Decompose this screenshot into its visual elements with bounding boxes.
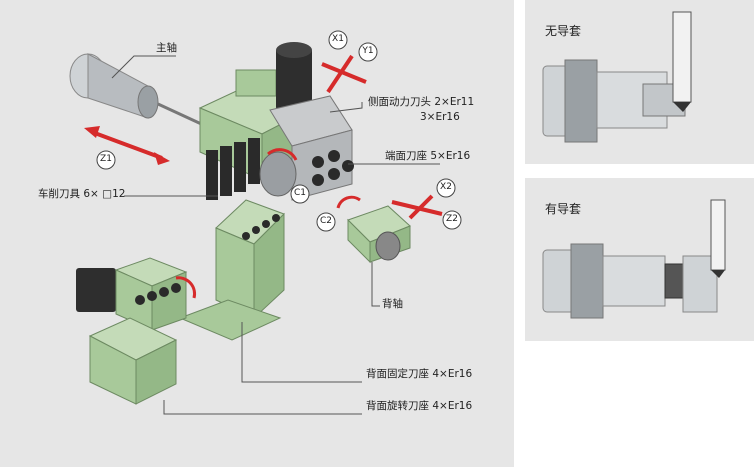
- axis-c1: C1: [293, 188, 306, 198]
- with-guide-bushing-panel: 有导套: [525, 178, 754, 341]
- c1-disc: [259, 148, 298, 197]
- main-diagram-panel: X1 Y1 Z1 C1 C2 X2 Z2 主轴 侧面动力刀头 2×Er11 3×…: [0, 0, 514, 467]
- leader-lines: [111, 55, 440, 415]
- label-back-fixed-holder: 背面固定刀座 4×Er16: [366, 368, 473, 380]
- servo-motor: [276, 42, 312, 110]
- back-rotary-holder: [76, 257, 197, 405]
- turning-tools: [206, 138, 260, 200]
- x1-y1-arrows: [321, 54, 367, 94]
- spindle-illustration: [69, 53, 211, 130]
- with-guide-title: 有导套: [545, 202, 582, 216]
- axis-z1: Z1: [100, 154, 112, 164]
- label-side-live-tool-1: 侧面动力刀头 2×Er11: [368, 96, 475, 108]
- with-guide-illustration: [542, 199, 726, 319]
- no-guide-bushing-panel: 无导套: [525, 0, 754, 164]
- back-spindle-illustration: [336, 195, 411, 264]
- back-fixed-holder: [178, 199, 285, 341]
- no-guide-illustration: [542, 11, 692, 143]
- label-back-spindle: 背轴: [382, 298, 403, 310]
- axis-circles: [96, 30, 462, 232]
- axis-x1: X1: [332, 34, 344, 44]
- no-guide-title: 无导套: [545, 24, 582, 38]
- label-side-live-tool-2: 3×Er16: [420, 111, 460, 123]
- side-tool-block: [269, 95, 354, 201]
- x2-z2-arrows: [391, 194, 443, 220]
- label-back-rotary-holder: 背面旋转刀座 4×Er16: [366, 400, 473, 412]
- axis-y1: Y1: [362, 46, 374, 56]
- z1-arrow: [84, 126, 170, 165]
- machine-illustration: [69, 30, 462, 415]
- axis-z2: Z2: [446, 214, 458, 224]
- label-spindle: 主轴: [156, 42, 177, 54]
- axis-c2: C2: [319, 216, 332, 226]
- axis-x2: X2: [440, 182, 452, 192]
- label-end-tool-holder: 端面刀座 5×Er16: [385, 150, 471, 162]
- label-turning-tools: 车削刀具 6× □12: [38, 188, 126, 200]
